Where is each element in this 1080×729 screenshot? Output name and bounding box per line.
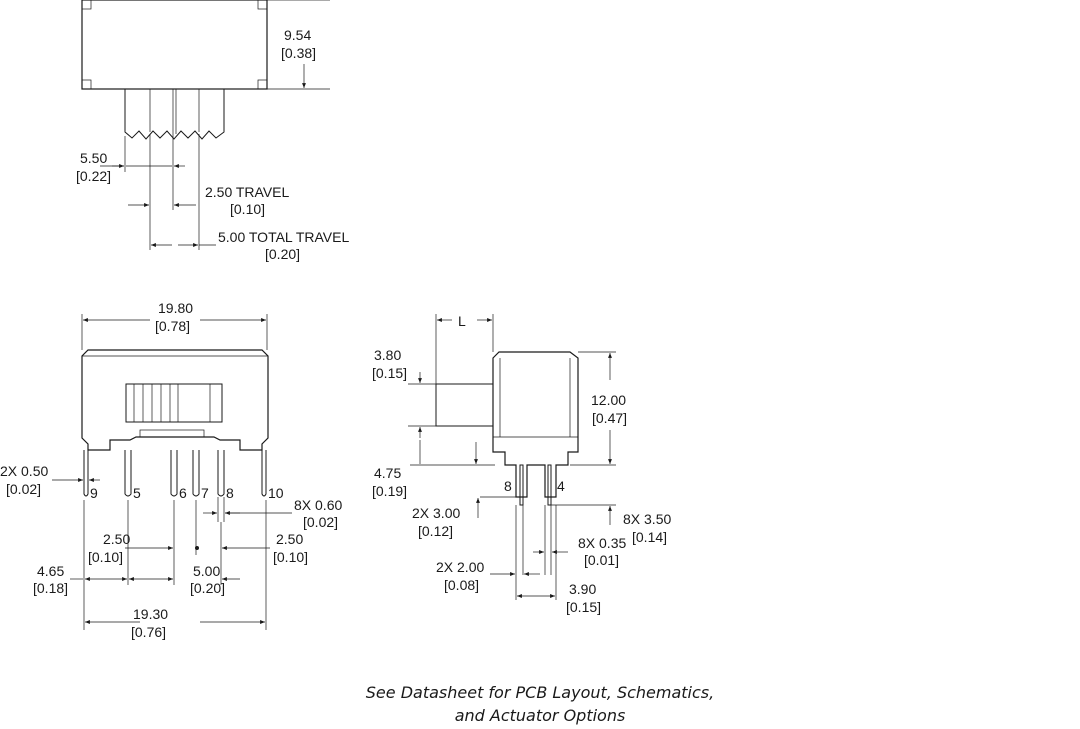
- side-pin-len2-mm: 8X 3.50: [623, 511, 671, 527]
- front-view: 19.80 [0.78] 9 5 6 7 8 10 2X 0.: [0, 300, 342, 640]
- side-pin-w-mm: 8X 0.35: [578, 535, 626, 551]
- side-pin-label: 8: [504, 478, 512, 494]
- front-span-in: [0.76]: [131, 624, 166, 640]
- side-pin: [519, 464, 524, 506]
- side-base-in: [0.19]: [372, 483, 407, 499]
- front-center-mm: 5.00: [193, 563, 220, 579]
- front-offset-mm: 4.65: [37, 563, 64, 579]
- side-pin-sp-mm: 2X 2.00: [436, 559, 484, 575]
- front-pins: [83, 450, 267, 497]
- front-pin-label: 8: [226, 485, 234, 501]
- front-width-in: [0.78]: [155, 318, 190, 334]
- front-pitch-left-mm: 2.50: [103, 531, 130, 547]
- side-height-in: [0.47]: [592, 410, 627, 426]
- front-pin-thick-in: [0.02]: [303, 514, 338, 530]
- top-total-travel-mm: 5.00 TOTAL TRAVEL: [218, 229, 349, 245]
- side-pin: [547, 464, 552, 506]
- top-total-travel-in: [0.20]: [265, 246, 300, 262]
- front-pin-label: 7: [201, 485, 209, 501]
- side-view: L 8 4 3.80 [0.15] 4.75 [0.19] 12.00 [0.4…: [372, 313, 671, 615]
- top-view-body: [81, 0, 268, 90]
- top-travel-in: [0.10]: [230, 201, 265, 217]
- front-span-mm: 19.30: [133, 606, 168, 622]
- front-center-in: [0.20]: [190, 580, 225, 596]
- front-offset-in: [0.18]: [33, 580, 68, 596]
- top-travel-mm: 2.50 TRAVEL: [205, 184, 290, 200]
- side-actuator-label: L: [458, 313, 466, 329]
- top-height-mm: 9.54: [284, 27, 311, 43]
- side-base-mm: 4.75: [374, 465, 401, 481]
- front-view-slider: [125, 383, 223, 423]
- front-pin-label: 9: [90, 485, 98, 501]
- front-pin-width-mm: 2X 0.50: [0, 463, 48, 479]
- top-height-in: [0.38]: [281, 45, 316, 61]
- side-pin-len-in: [0.12]: [418, 523, 453, 539]
- side-view-actuator: [435, 383, 494, 427]
- front-pin-label: 10: [268, 485, 284, 501]
- side-pin-sp-in: [0.08]: [444, 577, 479, 593]
- front-pin-label: 5: [133, 485, 141, 501]
- front-pitch-right-mm: 2.50: [276, 531, 303, 547]
- side-pin-label: 4: [557, 478, 565, 494]
- top-view-actuator: [124, 89, 225, 140]
- side-pin-len2-in: [0.14]: [632, 529, 667, 545]
- side-pin-len-mm: 2X 3.00: [412, 505, 460, 521]
- top-pitch-in: [0.22]: [76, 168, 111, 184]
- footnote-line-2: and Actuator Options: [454, 706, 626, 725]
- front-pitch-left-in: [0.10]: [88, 549, 123, 565]
- top-view: 9.54 [0.38] 5.50 [0.22] 2.50 TRAVEL [0.1…: [76, 0, 349, 262]
- front-pitch-right-in: [0.10]: [273, 549, 308, 565]
- front-pin-label: 6: [179, 485, 187, 501]
- side-pin-w-in: [0.01]: [584, 552, 619, 568]
- front-pin-width-in: [0.02]: [6, 481, 41, 497]
- top-pitch-mm: 5.50: [80, 150, 107, 166]
- side-height-mm: 12.00: [591, 392, 626, 408]
- front-width-mm: 19.80: [158, 300, 193, 316]
- front-pin-thick-mm: 8X 0.60: [294, 497, 342, 513]
- footnote-line-1: See Datasheet for PCB Layout, Schematics…: [365, 683, 715, 702]
- side-view-body: [492, 351, 579, 498]
- front-view-body: [81, 349, 269, 451]
- side-actuator-h-in: [0.15]: [372, 365, 407, 381]
- side-actuator-h-mm: 3.80: [374, 347, 401, 363]
- side-row-in: [0.15]: [566, 599, 601, 615]
- side-row-mm: 3.90: [569, 581, 596, 597]
